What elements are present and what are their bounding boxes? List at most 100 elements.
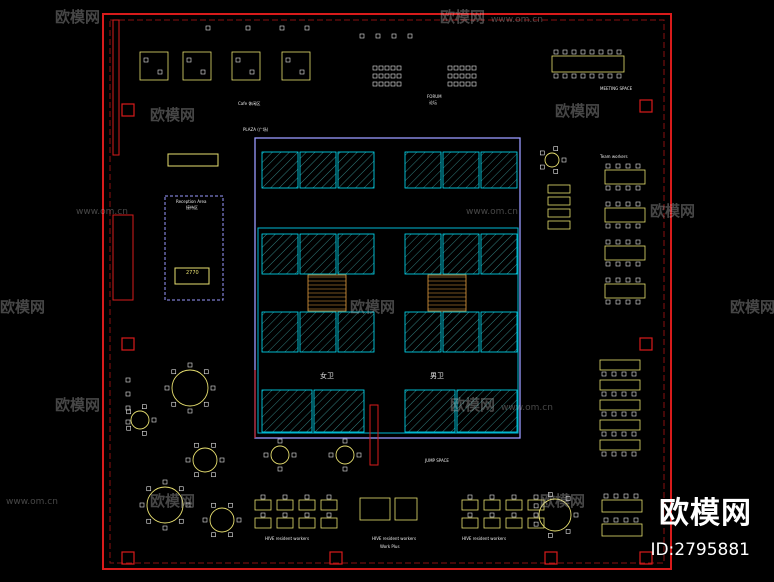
desk	[599, 439, 641, 451]
desk	[599, 359, 641, 371]
watermark: 欧模网	[650, 202, 696, 220]
chair	[304, 512, 310, 518]
label-wc-male: 男卫	[430, 372, 444, 380]
chair	[126, 425, 131, 431]
label-reception-cn: 接待区	[186, 204, 198, 210]
meeting-room	[480, 311, 518, 353]
desk	[547, 196, 571, 206]
chair	[589, 73, 595, 79]
chair	[203, 369, 209, 375]
chair	[467, 512, 473, 518]
label-forum-cn: 论坛	[429, 99, 437, 105]
meeting-room	[261, 311, 299, 353]
chair	[580, 49, 586, 55]
chair	[326, 494, 332, 500]
chair	[260, 512, 266, 518]
chair	[396, 65, 402, 71]
desk	[527, 517, 545, 529]
chair	[607, 49, 613, 55]
chair	[605, 277, 611, 283]
chair	[390, 65, 396, 71]
chair	[611, 391, 617, 397]
desk	[604, 207, 646, 223]
chair	[539, 150, 545, 156]
meeting-room	[480, 151, 518, 189]
desk	[254, 517, 272, 529]
meeting-room	[299, 311, 337, 353]
chair	[125, 377, 131, 383]
chair	[384, 65, 390, 71]
watermark: www.om.cn	[76, 207, 128, 217]
chair	[391, 33, 397, 39]
desk	[276, 499, 294, 511]
chair	[304, 494, 310, 500]
chair	[633, 493, 639, 499]
chair	[633, 517, 639, 523]
reception-desk	[167, 153, 219, 167]
chair	[211, 532, 216, 538]
outer-wall	[102, 13, 672, 570]
chair	[615, 261, 621, 267]
label-residents-left: HIVE resident workers	[265, 536, 309, 541]
meeting-room	[404, 233, 442, 275]
chair	[277, 438, 283, 444]
desk	[320, 499, 338, 511]
desk	[601, 499, 643, 513]
chair	[249, 69, 255, 75]
chair	[282, 512, 288, 518]
chair	[125, 419, 131, 425]
chair	[615, 163, 621, 169]
chair	[384, 73, 390, 79]
reception-zone	[164, 195, 224, 301]
chair	[453, 73, 459, 79]
round-table	[209, 507, 235, 533]
desk	[599, 399, 641, 411]
chair	[605, 201, 611, 207]
desk	[527, 499, 545, 511]
label-residents-right: HIVE resident workers	[462, 536, 506, 541]
watermark: 欧模网	[730, 298, 774, 316]
chair	[125, 391, 131, 397]
watermark: 欧模网	[555, 102, 601, 120]
chair	[407, 33, 413, 39]
chair	[384, 81, 390, 87]
chair	[453, 81, 459, 87]
chair	[185, 502, 191, 508]
desk	[231, 51, 261, 81]
chair	[573, 512, 579, 518]
chair	[447, 65, 453, 71]
meeting-room	[480, 233, 518, 275]
chair	[285, 57, 291, 63]
chair	[631, 431, 637, 437]
round-table	[538, 498, 572, 532]
chair	[151, 417, 157, 423]
chair	[580, 73, 586, 79]
chair	[235, 57, 241, 63]
chair	[142, 431, 147, 436]
chair	[139, 502, 145, 508]
meeting-rooms	[261, 151, 518, 433]
desk	[505, 499, 523, 511]
chair	[625, 261, 631, 267]
watermark: 欧模网	[350, 298, 396, 316]
chair	[157, 69, 163, 75]
chair	[625, 201, 631, 207]
chair	[162, 479, 168, 485]
chair	[185, 457, 191, 463]
chair	[326, 512, 332, 518]
meeting-room	[299, 151, 337, 189]
chair	[605, 239, 611, 245]
chair	[236, 517, 242, 523]
chair	[615, 299, 621, 305]
chair	[459, 81, 465, 87]
chair	[621, 431, 627, 437]
chair	[611, 431, 617, 437]
chair	[171, 369, 177, 375]
chair	[635, 163, 641, 169]
chair	[553, 49, 559, 55]
desk	[599, 379, 641, 391]
round-table	[130, 410, 150, 430]
